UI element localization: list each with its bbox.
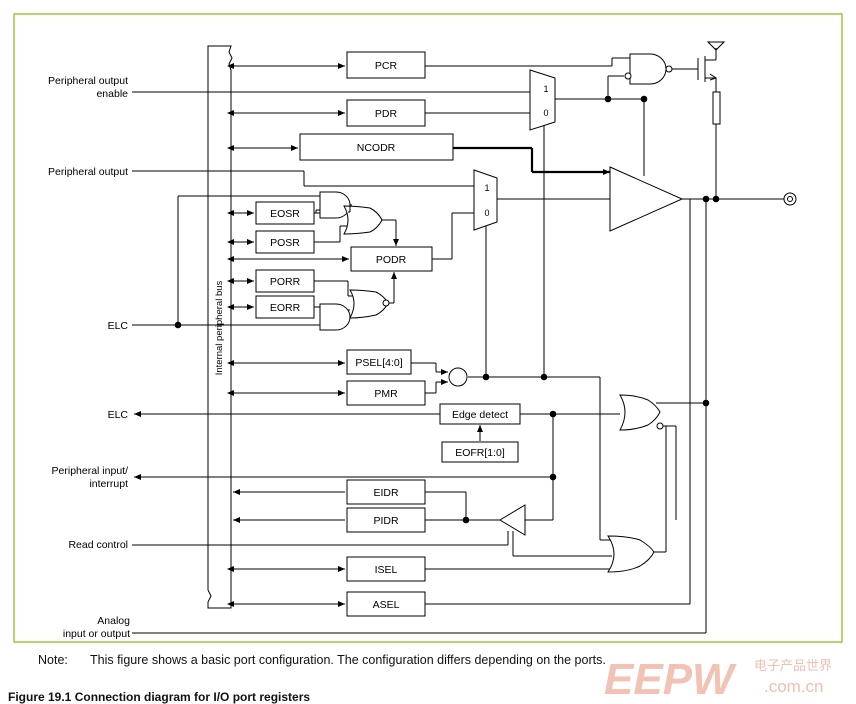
eidr-register bbox=[346, 479, 426, 505]
read-control-label: Read control bbox=[68, 539, 128, 551]
pcr-register bbox=[346, 51, 426, 79]
output-enable-mux bbox=[529, 69, 556, 131]
bus-label: Internal peripheral bus bbox=[214, 280, 225, 375]
watermark-cn: 电子产品世界 bbox=[754, 658, 832, 673]
psel-pmr-node bbox=[448, 367, 468, 387]
eorr-and-gate bbox=[319, 303, 351, 331]
eorr-or-gate bbox=[349, 289, 389, 319]
eosr-or-gate bbox=[343, 205, 383, 235]
elc-output-label: ELC bbox=[108, 409, 129, 421]
isel-register bbox=[346, 556, 426, 582]
edge-detect-block bbox=[439, 403, 521, 425]
note-label: Note: bbox=[38, 653, 68, 667]
mux1-label-0: 0 bbox=[543, 108, 548, 118]
figure-frame bbox=[13, 13, 843, 643]
psel-label: PSEL[4:0] bbox=[355, 357, 402, 369]
pcr-label: PCR bbox=[375, 60, 398, 72]
input-buffer bbox=[499, 504, 526, 536]
watermark-eepw: EEPW bbox=[604, 655, 737, 698]
pdr-label: PDR bbox=[375, 108, 398, 120]
pidr-register bbox=[346, 507, 426, 533]
pdr-register bbox=[346, 99, 426, 127]
posr-label: POSR bbox=[270, 237, 300, 249]
output-pin-icon bbox=[783, 192, 797, 206]
output-data-mux bbox=[473, 169, 498, 231]
porr-register bbox=[255, 269, 315, 293]
ncodr-label: NCODR bbox=[357, 142, 396, 154]
input-or-gate-upper bbox=[619, 394, 661, 431]
read-or-gate-lower bbox=[607, 535, 655, 573]
pidr-label: PIDR bbox=[373, 515, 399, 527]
output-buffer bbox=[609, 166, 684, 232]
figure-caption: Figure 19.1 Connection diagram for I/O p… bbox=[8, 690, 311, 704]
eofr-label: EOFR[1:0] bbox=[455, 447, 505, 459]
analog-label-1: Analog bbox=[97, 615, 130, 627]
isel-label: ISEL bbox=[375, 564, 398, 576]
periph-output-label: Peripheral output bbox=[48, 166, 128, 178]
eosr-label: EOSR bbox=[270, 208, 300, 220]
pmr-label: PMR bbox=[374, 388, 398, 400]
porr-label: PORR bbox=[270, 276, 301, 288]
periph-output-enable-label-2: enable bbox=[96, 88, 128, 100]
figure-note: Note: This figure shows a basic port conf… bbox=[38, 653, 606, 667]
pmr-register bbox=[346, 380, 426, 406]
watermark-logo: EEPW 电子产品世界 .com.cn bbox=[604, 655, 832, 698]
output-nand-gate bbox=[629, 53, 667, 85]
eosr-and-gate bbox=[319, 191, 351, 219]
eidr-label: EIDR bbox=[373, 487, 399, 499]
podr-register bbox=[350, 246, 433, 272]
periph-input-label-2: interrupt bbox=[89, 478, 128, 490]
asel-register bbox=[346, 591, 426, 617]
mux1-label-1: 1 bbox=[543, 84, 548, 94]
eosr-register bbox=[255, 201, 315, 225]
mux2-label-0: 0 bbox=[484, 208, 489, 218]
ncodr-register bbox=[299, 133, 454, 161]
mux2-label-1: 1 bbox=[484, 183, 489, 193]
eorr-label: EORR bbox=[270, 302, 301, 314]
internal-peripheral-bus bbox=[207, 45, 233, 609]
watermark-url: .com.cn bbox=[764, 677, 824, 696]
edge-detect-label: Edge detect bbox=[452, 409, 508, 421]
eofr-register bbox=[441, 441, 519, 463]
eorr-register bbox=[255, 295, 315, 319]
note-text: This figure shows a basic port configura… bbox=[90, 653, 606, 667]
psel-register bbox=[346, 349, 412, 375]
posr-register bbox=[255, 230, 315, 254]
asel-label: ASEL bbox=[373, 599, 400, 611]
antenna-icon bbox=[706, 41, 726, 51]
periph-input-label-1: Peripheral input/ bbox=[52, 465, 129, 477]
analog-label-2: input or output bbox=[63, 628, 130, 640]
elc-input-label: ELC bbox=[108, 320, 129, 332]
podr-label: PODR bbox=[376, 254, 407, 266]
periph-output-enable-label-1: Peripheral output bbox=[48, 75, 128, 87]
